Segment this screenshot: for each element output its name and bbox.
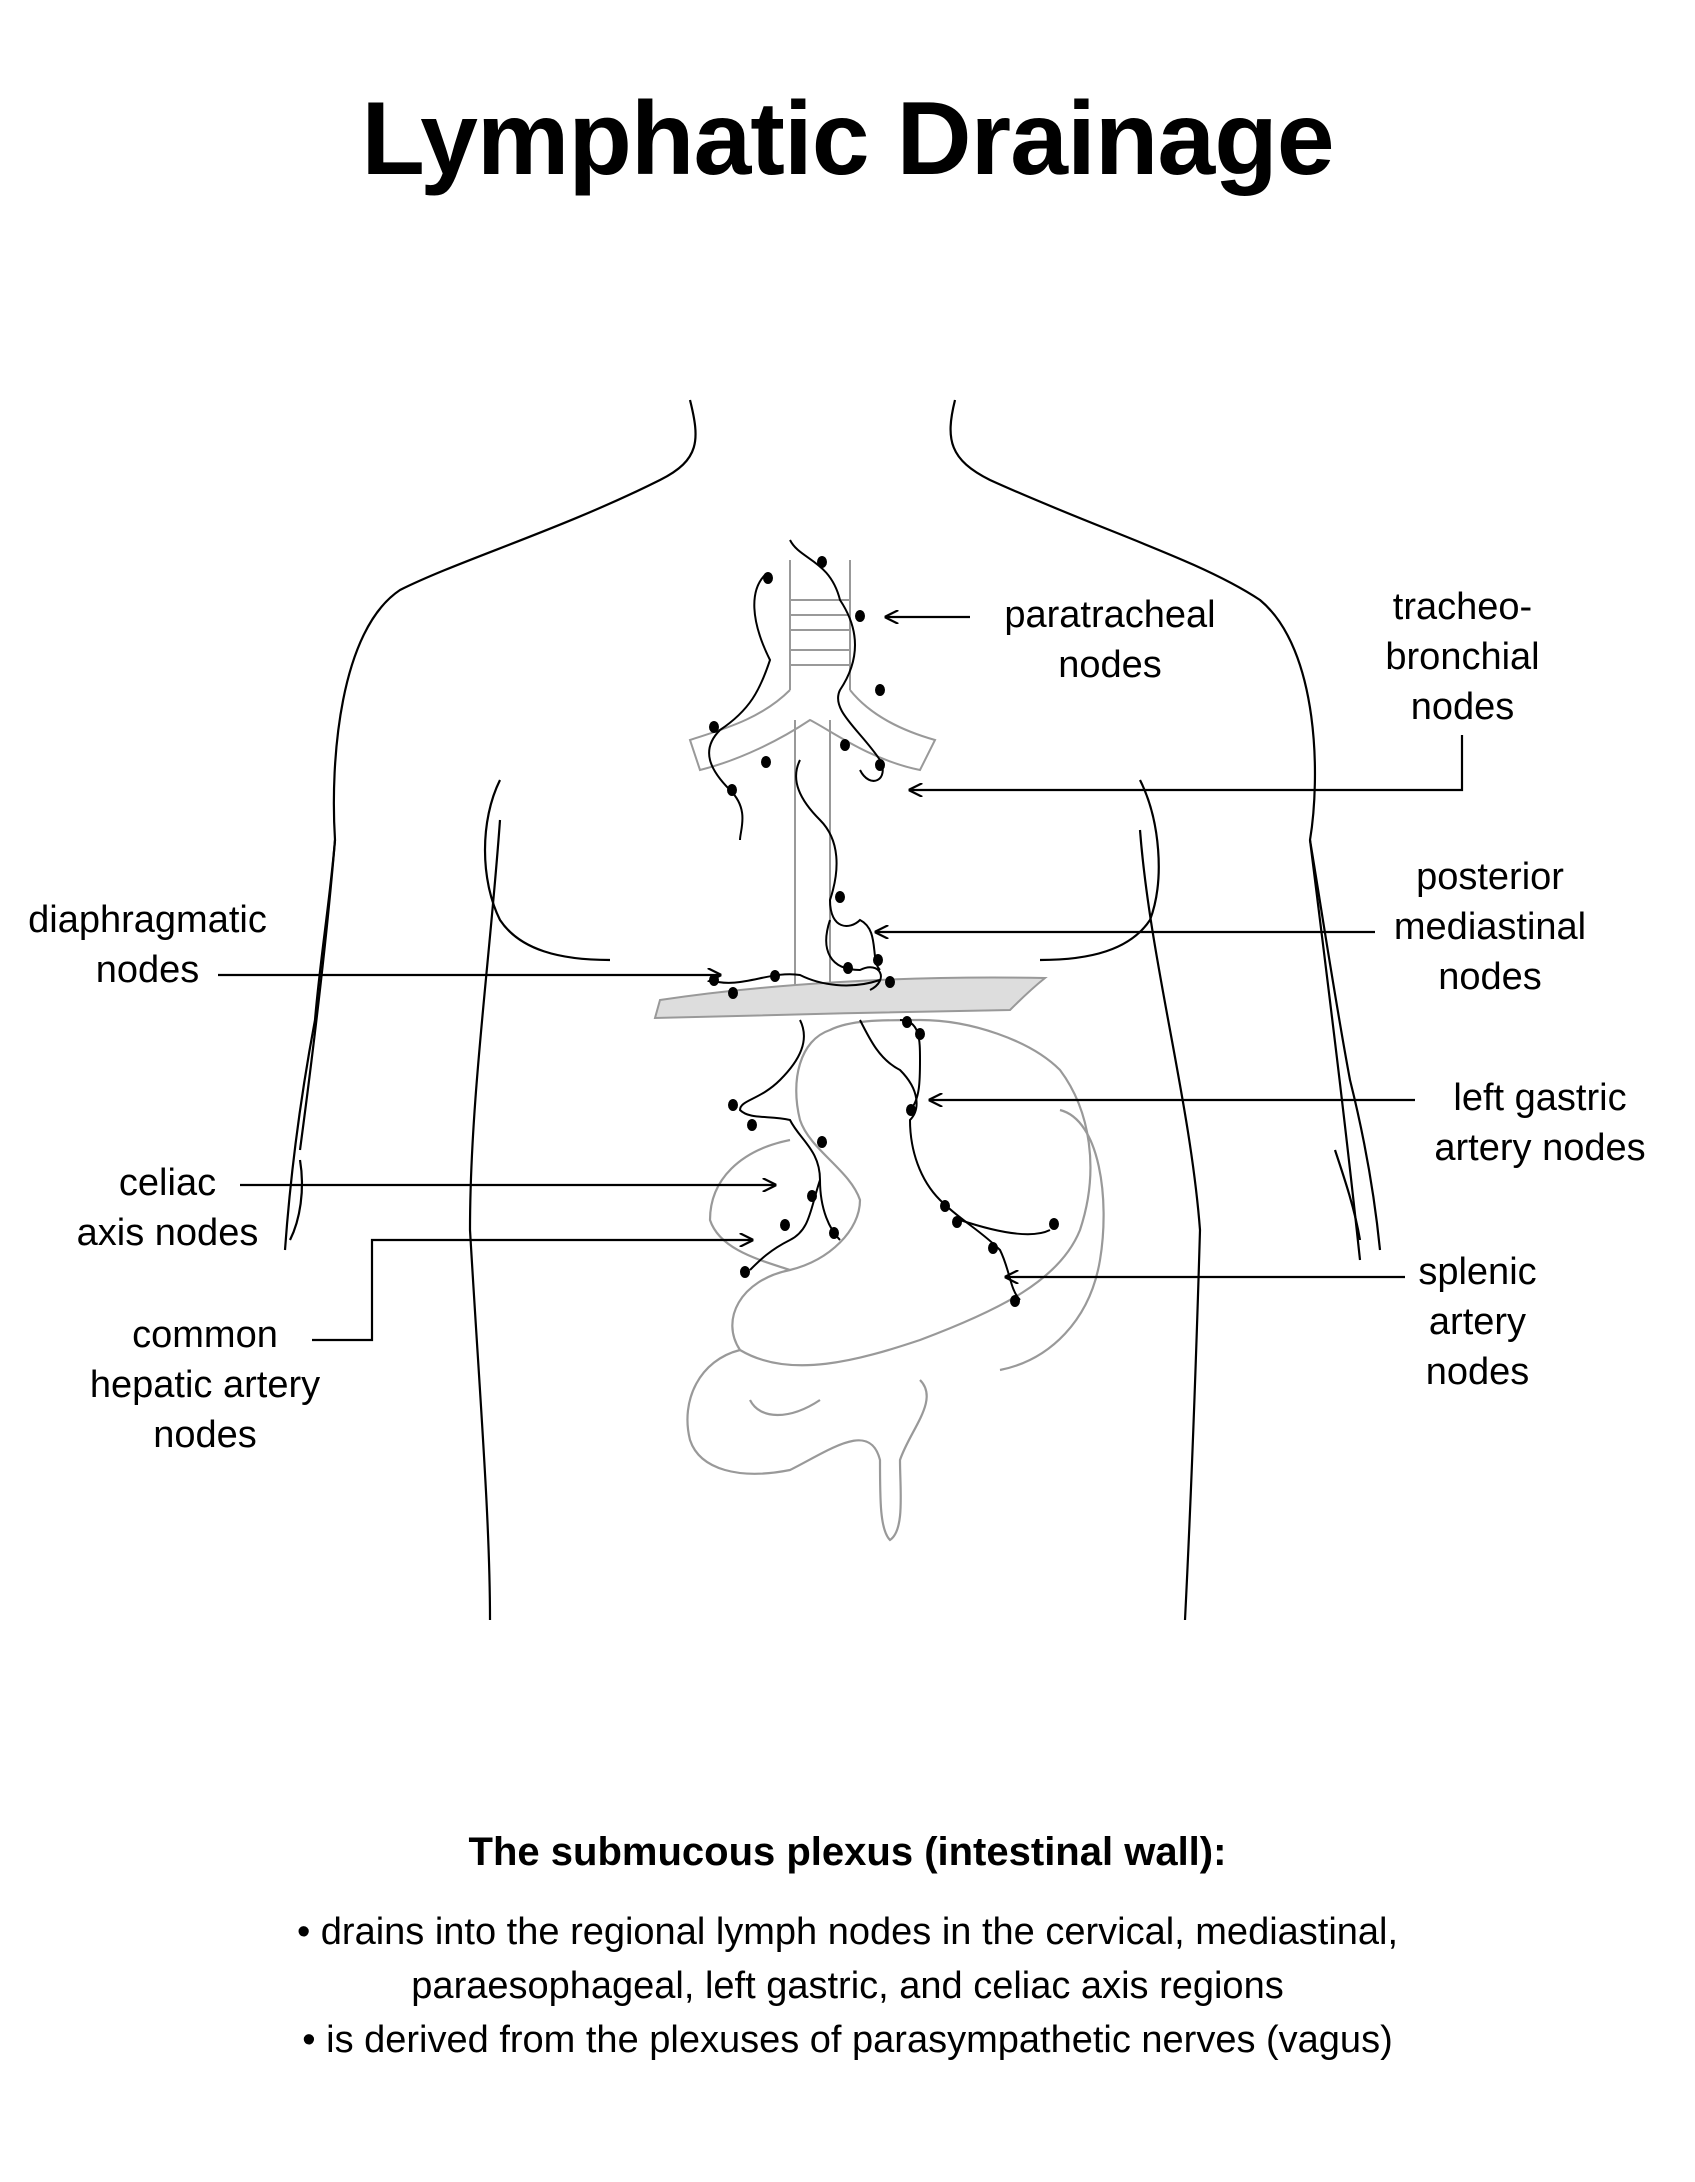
label-left-gastric: left gastric artery nodes: [1434, 1077, 1646, 1169]
tracheobronchial-arrow: [910, 735, 1464, 790]
diaphragm: [653, 976, 1048, 1020]
lymph-vessels: [708, 539, 1051, 1301]
torso-outline: [283, 399, 1382, 1621]
caption: The submucous plexus (intestinal wall): …: [0, 1830, 1695, 2067]
label-celiac: celiac axis nodes: [76, 1162, 259, 1254]
label-common-hepatic: common hepatic artery nodes: [89, 1314, 321, 1456]
caption-heading: The submucous plexus (intestinal wall):: [468, 1830, 1227, 1874]
trachea-bronchi: [688, 560, 937, 1010]
label-splenic: splenic artery nodes: [1418, 1251, 1537, 1393]
label-tracheobronchial: tracheo- bronchial nodes: [1385, 586, 1540, 728]
caption-line: • is derived from the plexuses of parasy…: [302, 2019, 1393, 2061]
page-title: Lymphatic Drainage: [361, 81, 1334, 197]
lymph-nodes: [709, 556, 1059, 1307]
label-paratracheal: paratracheal nodes: [1004, 594, 1216, 686]
common-hepatic-arrow: [312, 1240, 752, 1342]
leader-arrows: [218, 617, 1464, 1342]
caption-line: paraesophageal, left gastric, and celiac…: [411, 1965, 1284, 2007]
caption-line: • drains into the regional lymph nodes i…: [296, 1911, 1399, 1953]
label-posterior-mediastinal: posterior mediastinal nodes: [1393, 856, 1587, 998]
stomach-intestine: [686, 1018, 1105, 1542]
label-diaphragmatic: diaphragmatic nodes: [28, 899, 267, 991]
